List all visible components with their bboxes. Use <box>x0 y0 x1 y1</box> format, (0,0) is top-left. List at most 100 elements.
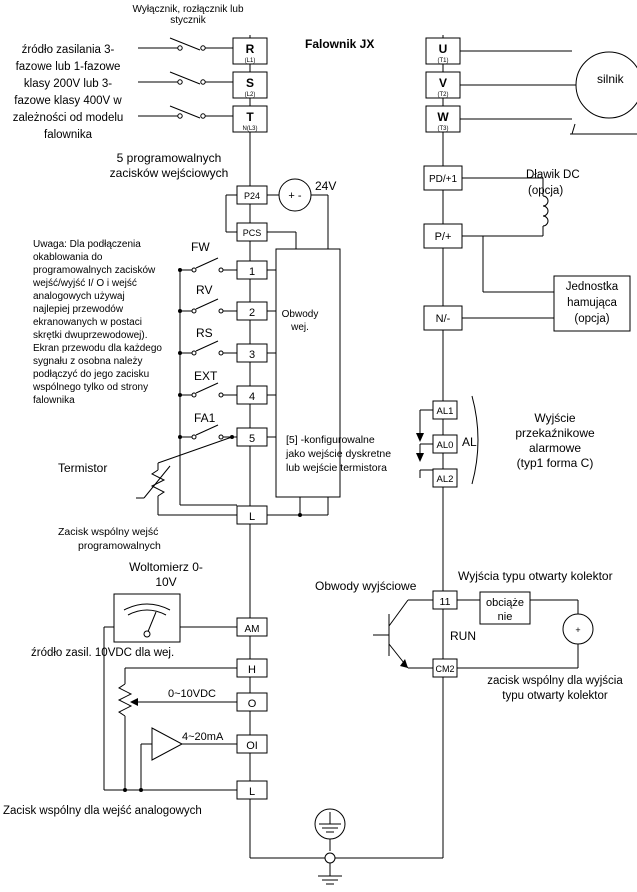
svg-text:+: + <box>575 625 580 635</box>
terminal-oi: OI <box>236 734 268 754</box>
svg-text:PD/+1: PD/+1 <box>429 174 458 185</box>
motor-label: silnik <box>597 72 625 86</box>
svg-text:OI: OI <box>246 740 258 752</box>
svg-text:+ -: + - <box>288 190 301 202</box>
svg-text:U: U <box>439 42 448 56</box>
svg-text:W: W <box>437 110 449 124</box>
svg-text:wspólnego tylko od strony: wspólnego tylko od strony <box>32 382 148 393</box>
terminal-t: T N(L3) <box>232 105 268 133</box>
terminal-s: S (L2) <box>232 71 268 99</box>
svg-text:zależności od modelu: zależności od modelu <box>13 112 124 124</box>
svg-text:CM2: CM2 <box>435 664 454 674</box>
svg-text:FW: FW <box>191 240 210 254</box>
svg-text:stycznik: stycznik <box>170 15 207 26</box>
svg-text:2: 2 <box>249 307 255 319</box>
svg-text:EXT: EXT <box>194 369 218 383</box>
svg-text:wejść/wyjść I/ O i wejść: wejść/wyjść I/ O i wejść <box>32 278 137 289</box>
relay-output <box>416 395 479 485</box>
terminal-o: O <box>236 692 268 712</box>
svg-text:T: T <box>246 110 254 124</box>
svg-text:[5] -konfigurowalne: [5] -konfigurowalne <box>286 434 375 446</box>
svg-text:AL2: AL2 <box>437 474 454 485</box>
svg-text:programowalnych zacisków: programowalnych zacisków <box>33 265 156 276</box>
svg-text:Ekran przewodu dla każdego: Ekran przewodu dla każdego <box>33 343 162 354</box>
input-switch-fa1: FA1 <box>178 411 237 440</box>
svg-text:Dławik DC: Dławik DC <box>526 169 580 181</box>
input-switch-rs: RS <box>178 326 237 356</box>
terminal-p: P/+ <box>423 223 463 249</box>
thermistor: Termistor <box>58 436 237 516</box>
svg-text:klasy 200V lub 3-: klasy 200V lub 3- <box>24 78 112 90</box>
supply-24v-label: 24V <box>315 179 336 193</box>
svg-text:wej.: wej. <box>290 322 309 333</box>
analog-common-label: Zacisk wspólny dla wejść analogowych <box>3 805 202 817</box>
terminal-4: 4 <box>236 385 276 405</box>
svg-text:AL0: AL0 <box>437 440 454 451</box>
current-range-label: 4~20mA <box>182 731 224 743</box>
current-amplifier <box>140 727 237 790</box>
svg-text:sygnału z osobna należy: sygnału z osobna należy <box>33 356 143 367</box>
svg-text:1: 1 <box>249 266 255 278</box>
terminal-pcs: PCS <box>225 194 297 249</box>
svg-text:N(L3): N(L3) <box>242 126 257 132</box>
terminal-v: V (T2) <box>425 71 461 99</box>
svg-text:Uwaga: Dla podłączenia: Uwaga: Dla podłączenia <box>33 239 141 250</box>
load-circuit: obciąże nie + <box>457 591 594 669</box>
svg-text:10V: 10V <box>155 575 176 589</box>
svg-text:Wyłącznik, rozłącznik lub: Wyłącznik, rozłącznik lub <box>132 4 243 15</box>
svg-text:S: S <box>246 76 254 90</box>
svg-text:Wyjście: Wyjście <box>534 411 576 425</box>
input-switch-rv: RV <box>178 283 237 314</box>
svg-text:jako wejście dyskretne: jako wejście dyskretne <box>285 448 391 460</box>
svg-text:programowalnych: programowalnych <box>78 540 161 552</box>
thermistor-label: Termistor <box>58 461 107 475</box>
breaker-label: Wyłącznik, rozłącznik lub stycznik <box>132 4 243 26</box>
svg-text:FA1: FA1 <box>194 411 216 425</box>
svg-text:L: L <box>249 786 255 798</box>
svg-text:AM: AM <box>245 624 260 635</box>
svg-text:fazowe lub 1-fazowe: fazowe lub 1-fazowe <box>16 61 121 73</box>
svg-text:najlepiej przewodów: najlepiej przewodów <box>33 304 124 315</box>
svg-text:falownika: falownika <box>44 129 93 141</box>
terminal-3: 3 <box>236 343 276 363</box>
terminal-w: W (T3) <box>425 105 461 133</box>
svg-text:(typ1 forma C): (typ1 forma C) <box>517 456 594 470</box>
terminal-al1: AL1 <box>432 400 458 420</box>
terminal-cm2: CM2 <box>432 658 458 678</box>
ground-icon <box>314 808 346 885</box>
svg-text:RS: RS <box>196 326 213 340</box>
svg-text:fazowe klasy 400V w: fazowe klasy 400V w <box>14 95 122 107</box>
terminal-5: 5 <box>236 427 276 447</box>
svg-text:O: O <box>248 698 257 710</box>
terminal-2: 2 <box>236 301 276 321</box>
terminal-l-analog-common: L <box>236 780 268 800</box>
svg-text:Jednostka: Jednostka <box>566 281 619 293</box>
terminal-p24: P24 <box>236 185 268 205</box>
svg-text:Zacisk wspólny wejść: Zacisk wspólny wejść <box>58 526 158 538</box>
svg-text:źródło zasilania 3-: źródło zasilania 3- <box>22 44 115 56</box>
svg-text:(opcja): (opcja) <box>528 185 563 197</box>
terminal-r: R (L1) <box>232 37 268 65</box>
svg-text:N/-: N/- <box>436 313 451 325</box>
svg-text:AL1: AL1 <box>437 406 454 417</box>
input-switch-ext: EXT <box>178 369 237 398</box>
terminal-n: N/- <box>423 305 463 331</box>
svg-text:5: 5 <box>249 433 255 445</box>
terminal-l-input-common: L <box>236 505 268 525</box>
svg-text:alarmowe: alarmowe <box>529 441 581 455</box>
motor: silnik <box>460 50 637 135</box>
voltmeter-label: Woltomierz 0- 10V <box>129 560 203 589</box>
svg-text:5 programowalnych: 5 programowalnych <box>117 151 222 165</box>
dc-choke-label: Dławik DC (opcja) <box>526 169 580 197</box>
power-input-switches <box>138 37 233 119</box>
analog-common-bus <box>104 788 237 792</box>
relay-label: Wyjście przekaźnikowe alarmowe (typ1 for… <box>515 411 595 470</box>
svg-text:okablowania do: okablowania do <box>33 252 103 263</box>
svg-text:hamująca: hamująca <box>567 297 617 309</box>
svg-text:Obwody: Obwody <box>282 309 319 320</box>
svg-text:typu otwarty kolektor: typu otwarty kolektor <box>502 690 608 702</box>
terminal-5-note: [5] -konfigurowalne jako wejście dyskret… <box>285 434 391 474</box>
svg-text:obciąże: obciąże <box>486 597 524 609</box>
wiring-note: Uwaga: Dla podłączenia okablowania do pr… <box>32 239 162 406</box>
